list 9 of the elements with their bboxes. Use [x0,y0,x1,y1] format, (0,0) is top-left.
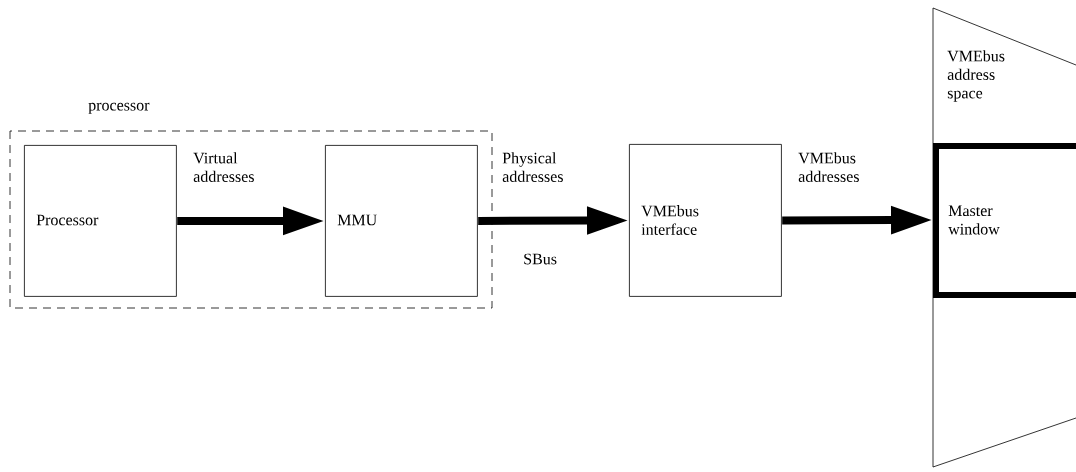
node-label: processor [88,102,150,114]
bus-label: SBus [524,253,557,265]
process-box: MMU [325,145,478,297]
process-box: Processor [24,145,177,297]
edge-label: Physical addresses [502,152,563,182]
edge-label: VMEbus addresses [798,152,859,182]
window-box: Master window [933,143,1076,298]
process-box: VMEbus interface [629,144,782,297]
edge-label: Virtual addresses [193,152,254,182]
